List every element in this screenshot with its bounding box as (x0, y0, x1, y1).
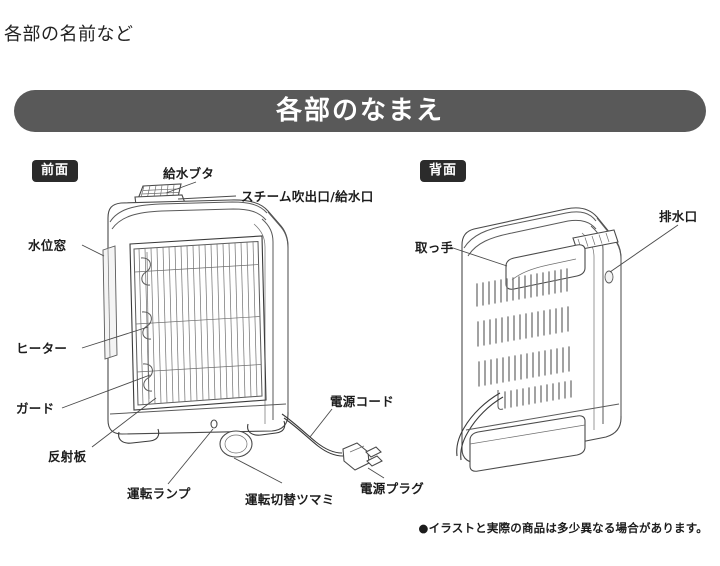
label-reflector: 反射板 (48, 449, 87, 464)
handle-graphic (505, 244, 586, 290)
back-cord-graphic (456, 390, 504, 461)
operation-knob-graphic (219, 430, 253, 458)
water-level-window-graphic (102, 245, 118, 360)
label-power-plug: 電源プラグ (360, 481, 425, 496)
disclaimer-note: ●イラストと実際の商品は多少異なる場合があります。 (418, 521, 708, 535)
label-handle: 取っ手 (415, 240, 454, 255)
drain-port-graphic (604, 270, 614, 284)
label-heater: ヒーター (16, 341, 68, 356)
operation-lamp-graphic (210, 419, 218, 429)
power-cord-graphic (281, 413, 383, 471)
label-power-cord: 電源コード (330, 394, 395, 409)
label-water-cap: 給水ブタ (163, 166, 215, 181)
back-cap-graphic (572, 229, 619, 251)
label-steam-outlet: スチーム吹出口/給水口 (241, 189, 374, 204)
heater-element-graphic (140, 257, 153, 392)
vent-rows-graphic (476, 268, 572, 409)
front-view-badge: 前面 (32, 160, 79, 182)
banner-title: 各部のなまえ (275, 96, 444, 126)
front-unit-illustration (102, 183, 383, 471)
label-operation-lamp: 運転ランプ (127, 486, 191, 501)
guard-grille-graphic (138, 241, 258, 405)
label-water-level-window: 水位窓 (28, 238, 67, 253)
page-title: 各部の名前など (4, 24, 134, 45)
label-operation-knob: 運転切替ツマミ (245, 492, 335, 507)
back-unit-illustration (456, 207, 622, 472)
label-guard: ガード (16, 401, 55, 416)
back-view-badge: 背面 (420, 160, 467, 182)
section-banner: 各部のなまえ (14, 90, 706, 132)
label-drain-port: 排水口 (659, 209, 698, 224)
leader-lines (61, 181, 679, 485)
water-cap-graphic (134, 183, 186, 206)
